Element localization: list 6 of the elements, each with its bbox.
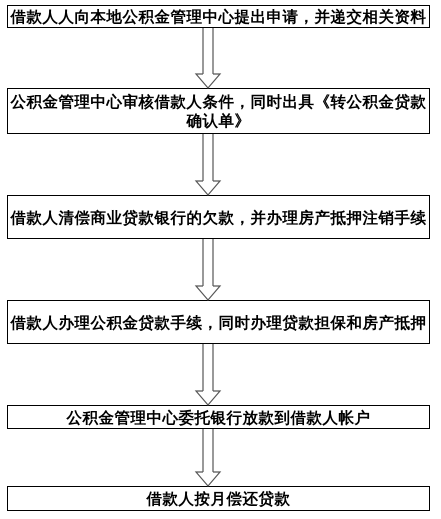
process-box: 公积金管理中心审核借款人条件，同时出具《转公积金贷款确认单》 — [7, 88, 430, 134]
process-box: 借款人人向本地公积金管理中心提出申请，并递交相关资料 — [7, 5, 430, 28]
process-box: 借款人办理公积金贷款手续，同时办理贷款担保和房产抵押 — [7, 300, 430, 344]
process-box: 借款人清偿商业贷款银行的欠款，并办理房产抵押注销手续 — [7, 195, 430, 239]
process-box: 公积金管理中心委托银行放款到借款人帐户 — [7, 405, 430, 429]
process-box: 借款人按月偿还贷款 — [7, 486, 430, 511]
